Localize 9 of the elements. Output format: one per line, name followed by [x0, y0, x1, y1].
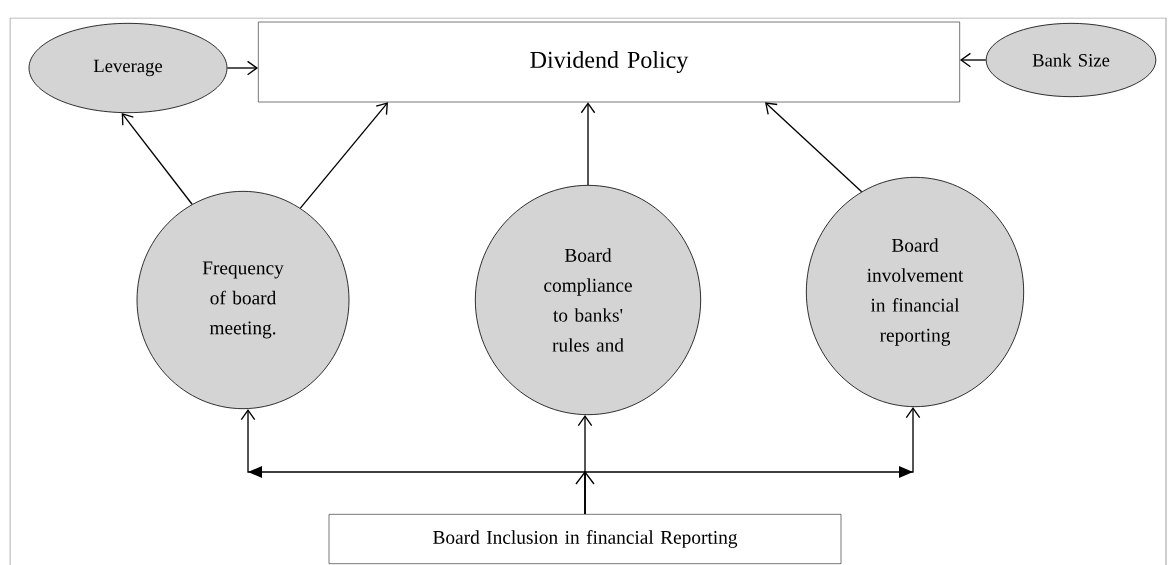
- arrow: [580, 102, 596, 186]
- arrow: [121, 113, 193, 205]
- source-box: Board Inclusion in financial Reporting: [328, 514, 842, 564]
- arrow: [299, 102, 388, 209]
- title-box: Dividend Policy: [258, 21, 960, 103]
- arrow: [765, 102, 863, 193]
- arrow: [584, 407, 921, 515]
- arrow: [226, 60, 259, 76]
- arrow: [959, 52, 987, 68]
